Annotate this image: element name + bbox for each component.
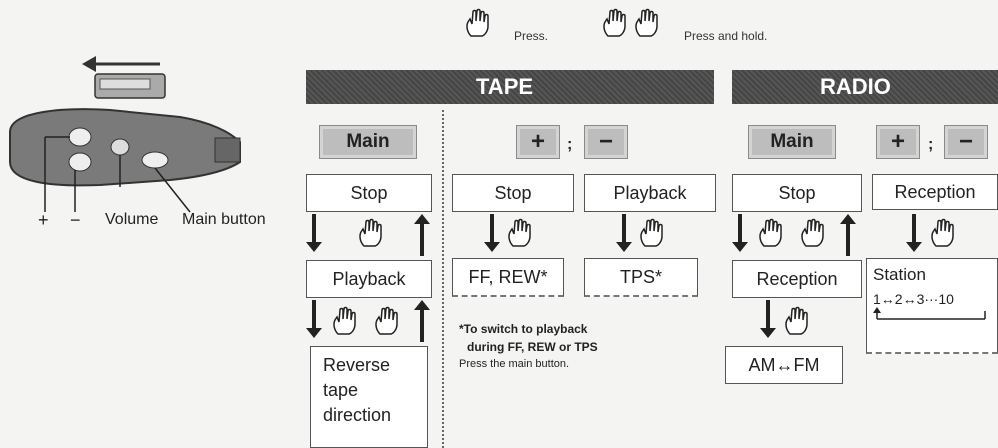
- tape-main-button: Main: [319, 125, 417, 159]
- main-button-label: Main button: [182, 211, 266, 228]
- reverse-line-3: direction: [323, 405, 392, 425]
- volume-label: Volume: [105, 211, 159, 228]
- radio-main-button: Main: [748, 125, 836, 159]
- tape-plus-key: +: [516, 125, 560, 159]
- tape-main-up-arrow: [414, 214, 430, 256]
- tape-tps-press-hand-icon: [637, 218, 667, 248]
- radio-main-down-arrow: [732, 214, 748, 252]
- tape-main-down-arrow: [306, 214, 322, 252]
- radio-main-up-arrow: [840, 214, 856, 256]
- tape-reverse-down-arrow: [306, 300, 322, 338]
- radio-key-separator: ;: [928, 136, 934, 153]
- radio-station-box: Station 1↔2↔3···10: [866, 258, 998, 354]
- tape-press-hand-icon: [356, 218, 386, 248]
- radio-hold-hand-icon: [798, 218, 828, 248]
- press-hold-hand-icon: [600, 8, 630, 38]
- press-hand-icon: [463, 8, 493, 38]
- tape-key-separator: ;: [567, 136, 573, 153]
- radio-station-cycle-arrow: [873, 307, 986, 320]
- tape-playback-box-2: Playback: [584, 174, 716, 212]
- radio-station-down-arrow: [906, 214, 922, 252]
- reverse-line-1: Reverse: [323, 355, 391, 375]
- radio-stop-box: Stop: [732, 174, 862, 212]
- radio-reception-box-2: Reception: [872, 174, 998, 210]
- tape-hold-hand-icon-2: [372, 306, 402, 336]
- radio-am-fm-box: AM↔FM: [725, 346, 843, 384]
- radio-reception-box: Reception: [732, 260, 862, 298]
- tape-column-divider: [442, 110, 444, 448]
- remote-control-illustration: [0, 52, 300, 232]
- tape-tps-box: TPS*: [584, 258, 698, 297]
- reverse-line-2: tape: [323, 380, 359, 400]
- press-hold-hand-arrow-icon: [632, 8, 662, 38]
- press-hold-legend-label: Press and hold.: [684, 29, 768, 43]
- tape-stop-box: Stop: [306, 174, 432, 212]
- tape-playback-box: Playback: [306, 260, 432, 298]
- tape-stop-box-2: Stop: [452, 174, 574, 212]
- tape-header: TAPE: [306, 70, 714, 104]
- tape-tps-down-arrow: [616, 214, 632, 252]
- tape-ff-rew-box: FF, REW*: [452, 258, 564, 297]
- remote-device-drawing: [9, 56, 241, 213]
- tape-reverse-up-arrow: [414, 300, 430, 342]
- radio-am-fm-press-hand-icon: [782, 306, 812, 336]
- radio-header-title: RADIO: [820, 74, 891, 99]
- radio-plus-key: +: [876, 125, 920, 159]
- tape-note-line-2: during FF, REW or TPS: [467, 340, 598, 354]
- radio-minus-key: −: [944, 125, 988, 159]
- radio-press-hand-icon: [756, 218, 786, 248]
- tape-note: *To switch to playback during FF, REW or…: [459, 322, 598, 370]
- radio-station-press-hand-icon: [928, 218, 958, 248]
- radio-station-title: Station: [873, 265, 926, 284]
- tape-ff-down-arrow: [484, 214, 500, 252]
- radio-am-fm-down-arrow: [760, 300, 776, 338]
- tape-note-line-3: Press the main button.: [459, 358, 570, 370]
- minus-button-label: −: [70, 210, 81, 230]
- press-legend-label: Press.: [514, 29, 549, 43]
- tape-note-line-1: *To switch to playback: [459, 322, 588, 336]
- plus-button-label: +: [38, 210, 49, 230]
- tape-reverse-box: Reverse tape direction: [310, 346, 428, 448]
- tape-ff-press-hand-icon: [505, 218, 535, 248]
- tape-header-title: TAPE: [476, 74, 534, 99]
- tape-minus-key: −: [584, 125, 628, 159]
- radio-header: RADIO: [732, 70, 998, 104]
- radio-station-sequence: 1↔2↔3···10: [873, 291, 954, 307]
- tape-hold-hand-icon: [330, 306, 360, 336]
